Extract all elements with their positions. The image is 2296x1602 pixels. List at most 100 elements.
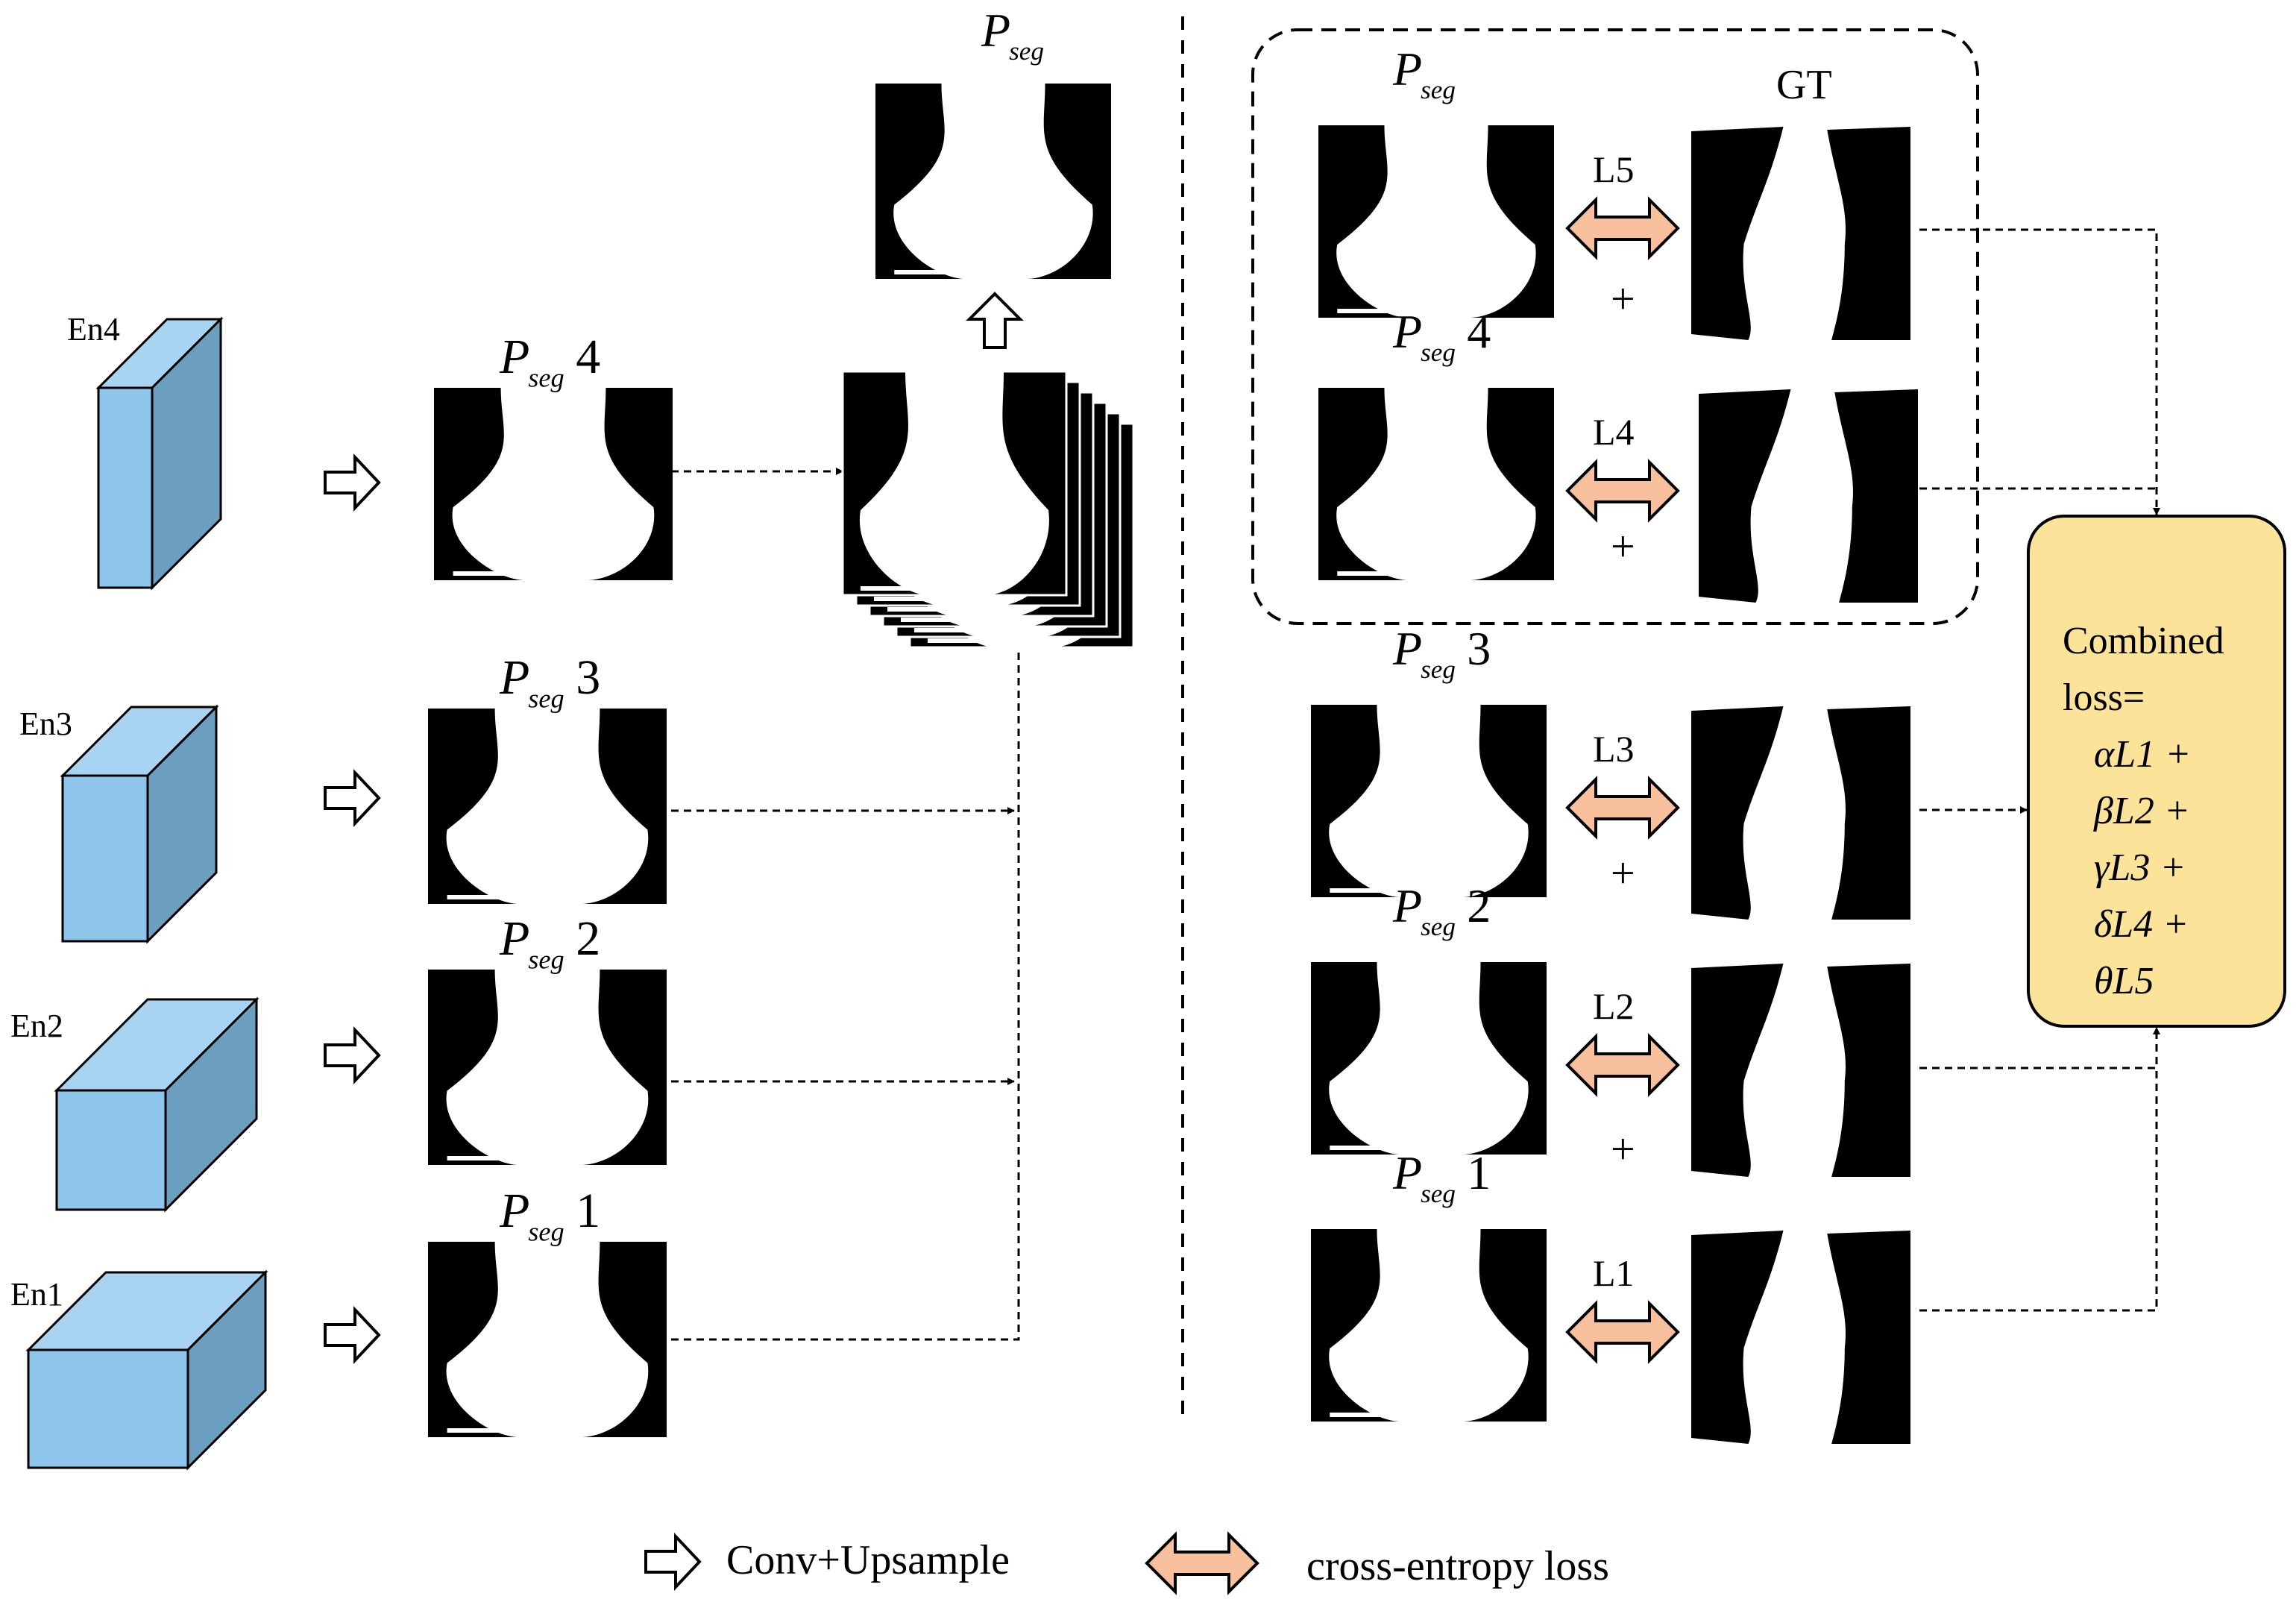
pseg-index: 1 [1467, 1146, 1491, 1199]
pseg-symbol: P [499, 1184, 529, 1238]
right-pred-mask-r4 [1318, 388, 1554, 580]
cube-front-face [61, 774, 149, 943]
pseg-symbol: P [1392, 1146, 1422, 1199]
gt-left-region [1691, 706, 1784, 920]
gt-mask-r2 [1691, 964, 1910, 1177]
pseg-symbol: P [1392, 879, 1422, 932]
gt-left-region [1691, 1231, 1784, 1444]
loss-label-r5: L5 [1593, 148, 1635, 190]
conv-upsample-arrow-en4 [324, 453, 381, 512]
encoder-en3-cube [60, 704, 219, 944]
gt-right-region [1834, 389, 1918, 603]
pseg-subscript: seg [1421, 75, 1456, 104]
mask-foreground [1336, 125, 1536, 318]
shape-layer [25, 84, 2286, 1595]
pseg-symbol: P [1392, 305, 1422, 358]
pseg-subscript: seg [1421, 338, 1456, 367]
conv-upsample-arrow-en1 [324, 1305, 381, 1365]
loss-label-r1: L1 [1593, 1252, 1635, 1294]
combined-loss-term-2: βL2 + [2093, 790, 2190, 832]
pseg-symbol: P [499, 911, 529, 966]
mask-speckle [447, 1428, 523, 1433]
mask-foreground [1329, 962, 1529, 1155]
pseg-subscript: seg [528, 683, 564, 713]
pseg-index: 3 [576, 650, 600, 705]
right-pred-mask-r2 [1311, 962, 1547, 1155]
mask-speckle [894, 270, 970, 274]
combined-loss-box [2027, 515, 2286, 1028]
mask-foreground [446, 1242, 649, 1437]
gt-left-region [1691, 127, 1784, 340]
loss-arrow-r5 [1565, 196, 1680, 260]
connector-l1-to-combined [1919, 1068, 2158, 1312]
pseg-subscript: seg [1421, 912, 1456, 941]
legend-conv-icon [644, 1532, 702, 1592]
mask-speckle [861, 586, 932, 591]
pseg-subscript: seg [528, 1216, 564, 1246]
mask-foreground [893, 84, 1093, 279]
pseg-subscript: seg [1421, 1179, 1456, 1208]
encoder-en4-label: En4 [67, 311, 120, 348]
connector-l2-to-combined [1919, 1027, 2160, 1069]
conv-upsample-arrow-en2 [324, 1025, 381, 1085]
encoder-en1-label: En1 [10, 1276, 63, 1313]
connector-layer [671, 16, 2160, 1424]
stacked-map-edge-0 [841, 370, 1068, 597]
loss-arrow-r3 [1565, 776, 1680, 840]
gt-left-region [1699, 389, 1791, 603]
mask-foreground [446, 970, 649, 1165]
gt-right-region [1827, 706, 1910, 920]
encoder-en2-cube [54, 996, 260, 1213]
mask-foreground [1329, 1229, 1529, 1422]
gt-left-region [1691, 964, 1784, 1177]
mask-speckle [1330, 1146, 1406, 1150]
plus-sign-2: + [1611, 522, 1635, 571]
gt-mask-r1 [1691, 1231, 1910, 1444]
plus-sign-3: + [1611, 849, 1635, 897]
loss-label-r3: L3 [1593, 728, 1635, 770]
pseg-index: 4 [576, 330, 600, 384]
gt-right-region [1827, 964, 1910, 1177]
connector-l5-to-combined [1919, 228, 2160, 515]
loss-arrow-r4 [1565, 459, 1680, 523]
pseg-symbol: P [981, 4, 1010, 57]
conv-upsample-arrow-en3 [324, 768, 381, 828]
pseg-index: 1 [576, 1184, 600, 1238]
mask-speckle [1337, 571, 1413, 576]
mask-foreground [1329, 705, 1529, 897]
combined-loss-term-5: θL5 [2094, 960, 2154, 1002]
gt-right-region [1827, 127, 1910, 340]
left-pred-mask-p4 [434, 388, 673, 580]
loss-arrow-r1 [1565, 1300, 1680, 1364]
mask-speckle [447, 895, 523, 899]
combined-loss-term-1: αL1 + [2094, 733, 2191, 776]
combined-loss-title: Combined [2063, 620, 2224, 662]
left-pred-mask-p3 [428, 709, 667, 904]
right-pred-mask-r1 [1311, 1229, 1547, 1422]
pseg-symbol: P [1392, 43, 1422, 95]
cube-front-face [27, 1348, 189, 1469]
encoder-en3-label: En3 [19, 706, 72, 742]
mask-speckle [1330, 1413, 1406, 1417]
connector-p1-to-stack [671, 574, 1022, 1341]
pseg-index: 3 [1467, 622, 1491, 675]
left-pred-mask-p1 [428, 1242, 667, 1437]
pseg-subscript: seg [528, 944, 564, 974]
mask-speckle [453, 571, 529, 576]
plus-sign-1: + [1611, 274, 1635, 323]
stacked-map-0 [843, 371, 1066, 595]
mask-speckle [887, 607, 959, 612]
legend-conv-label: Conv+Upsample [726, 1537, 1010, 1583]
loss-label-r2: L2 [1593, 985, 1635, 1027]
group-box-l5-l4 [1251, 28, 1979, 625]
pseg-index: 4 [1467, 305, 1491, 358]
